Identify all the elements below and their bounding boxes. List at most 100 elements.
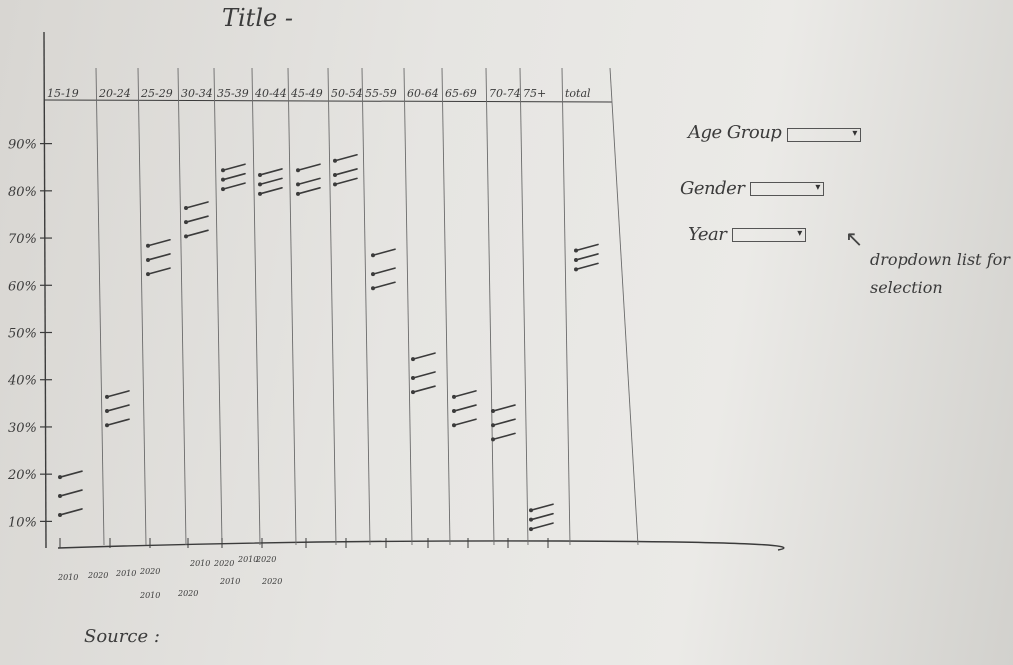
- data-point: [58, 512, 62, 517]
- x-year-label: 2020: [87, 571, 108, 580]
- data-point: [296, 191, 300, 196]
- column-header: total: [565, 87, 591, 100]
- data-point: [529, 517, 533, 522]
- data-stroke: [147, 267, 171, 275]
- age-group-label: Age Group: [688, 122, 782, 143]
- data-stroke: [297, 187, 321, 195]
- column-header: 70-74: [489, 87, 521, 100]
- data-point: [221, 177, 225, 182]
- data-stroke: [222, 182, 246, 190]
- data-stroke: [575, 262, 599, 271]
- data-stroke: [453, 418, 477, 427]
- column-header: 55-59: [365, 87, 397, 100]
- data-stroke: [147, 238, 171, 247]
- data-stroke: [334, 177, 358, 186]
- chart-grid: [43, 31, 785, 551]
- chart-title: Title -: [222, 4, 293, 32]
- data-stroke: [106, 404, 130, 412]
- data-point: [333, 158, 337, 163]
- data-point: [452, 409, 456, 414]
- data-point: [411, 376, 415, 380]
- annotation-arrow-icon: ↑: [839, 225, 871, 256]
- data-stroke: [259, 177, 283, 186]
- data-stroke: [185, 201, 209, 209]
- data-stroke: [106, 418, 130, 427]
- x-year-label: 2020: [255, 555, 276, 564]
- data-point: [184, 206, 188, 210]
- x-year-label: 2020: [261, 577, 282, 586]
- data-point: [371, 286, 375, 291]
- data-point: [529, 508, 533, 513]
- data-stroke: [59, 470, 83, 478]
- data-stroke: [185, 215, 209, 223]
- data-point: [146, 257, 150, 262]
- gender-dropdown[interactable]: ▾: [750, 181, 825, 196]
- x-year-label: 2010: [237, 555, 258, 564]
- column-divider: [561, 67, 571, 546]
- x-year-label: 2010: [139, 591, 160, 600]
- data-stroke: [492, 418, 516, 427]
- data-point: [258, 172, 262, 177]
- data-point: [184, 220, 188, 225]
- column-divider: [251, 67, 261, 546]
- data-point: [184, 234, 188, 239]
- source-label: Source :: [84, 626, 160, 647]
- data-point: [221, 168, 225, 173]
- data-point: [452, 394, 456, 399]
- data-stroke: [259, 168, 283, 176]
- y-tick-label: 10%: [8, 515, 37, 530]
- data-point: [258, 182, 262, 187]
- data-point: [258, 191, 262, 196]
- header-line: [43, 99, 613, 103]
- x-year-label: 2010: [115, 569, 136, 578]
- age-group-dropdown[interactable]: ▾: [787, 127, 862, 142]
- data-stroke: [297, 177, 321, 186]
- chart-marks: [58, 153, 599, 532]
- data-point: [221, 187, 225, 192]
- data-stroke: [575, 243, 599, 252]
- x-axis-line: [57, 540, 785, 551]
- data-point: [491, 409, 495, 414]
- column-divider: [95, 67, 105, 546]
- data-point: [411, 390, 415, 395]
- chevron-down-icon: ▾: [852, 127, 858, 139]
- column-divider: [327, 67, 337, 546]
- age-group-row: Age Group ▾: [688, 122, 862, 143]
- data-stroke: [372, 281, 396, 290]
- data-stroke: [412, 385, 436, 393]
- year-dropdown[interactable]: ▾: [732, 227, 807, 242]
- column-header: 20-24: [98, 87, 131, 100]
- data-point: [491, 423, 495, 428]
- data-point: [529, 527, 533, 532]
- column-header: 75+: [523, 87, 546, 100]
- column-header: 35-39: [217, 87, 249, 100]
- data-stroke: [372, 248, 396, 257]
- data-stroke: [372, 267, 396, 275]
- y-tick-label: 60%: [8, 279, 37, 294]
- data-stroke: [530, 522, 554, 530]
- x-year-label: 2020: [177, 589, 198, 598]
- data-stroke: [492, 404, 516, 412]
- column-divider: [287, 67, 297, 546]
- column-divider: [519, 67, 529, 546]
- data-point: [371, 253, 375, 258]
- data-stroke: [530, 512, 554, 521]
- data-point: [105, 423, 109, 428]
- data-point: [146, 243, 150, 248]
- dropdown-annotation: dropdown list for selection: [870, 250, 1010, 297]
- data-point: [491, 437, 495, 442]
- data-stroke: [147, 253, 171, 261]
- chevron-down-icon: ▾: [815, 181, 821, 193]
- data-stroke: [222, 163, 246, 172]
- data-point: [333, 182, 337, 187]
- data-stroke: [412, 371, 436, 379]
- y-tick-label: 80%: [8, 185, 37, 200]
- y-tick-label: 40%: [7, 374, 37, 389]
- data-stroke: [59, 508, 83, 516]
- data-point: [574, 267, 578, 272]
- data-stroke: [453, 404, 477, 412]
- data-stroke: [412, 352, 436, 360]
- y-axis-ticks: 90%80%70%60%50%40%30%20%10%: [7, 138, 52, 530]
